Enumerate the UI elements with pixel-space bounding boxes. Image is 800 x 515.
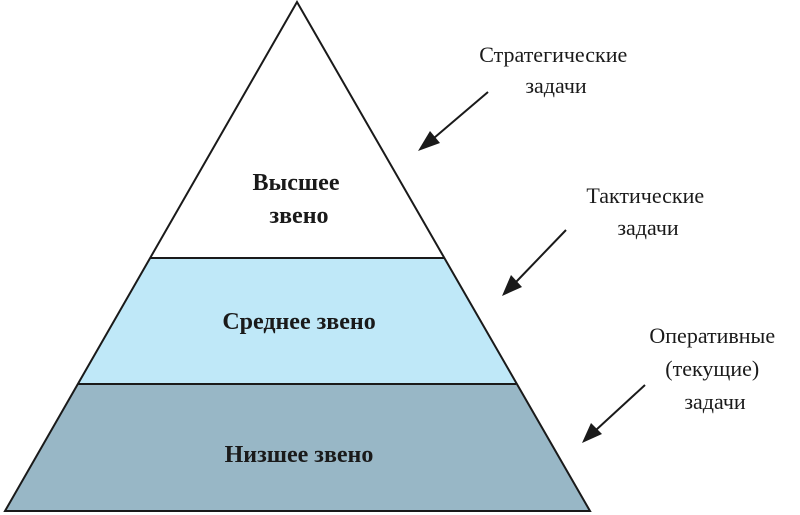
- task-label-operational: Оперативные (текущие) задачи: [649, 323, 780, 414]
- pyramid-level-top: [150, 2, 444, 258]
- arrow-strategic: [418, 91, 489, 151]
- task-label-tactical: Тактические задачи: [586, 183, 709, 240]
- task-label-operational-line-3: задачи: [684, 389, 746, 414]
- level-label-middle: Среднее звено: [222, 309, 375, 335]
- pyramid-level-bottom: [5, 384, 590, 511]
- task-label-operational-line-2: (текущие): [665, 356, 759, 381]
- task-label-strategic-line-2: задачи: [525, 73, 587, 98]
- level-label-bottom: Низшее звено: [225, 442, 374, 468]
- level-label-top-line-2: звено: [269, 203, 328, 229]
- pyramid-outline: [3, 0, 592, 512]
- pyramid-level-middle: [78, 258, 516, 384]
- arrow-tactical: [502, 229, 567, 296]
- task-label-tactical-line-2: задачи: [617, 215, 679, 240]
- task-label-strategic: Стратегические задачи: [479, 42, 633, 98]
- task-label-operational-line-1: Оперативные: [649, 323, 775, 348]
- level-label-top: Высшее звено: [253, 170, 346, 229]
- task-label-tactical-line-1: Тактические: [586, 183, 704, 208]
- level-label-top-line-1: Высшее: [253, 170, 340, 196]
- arrow-operational: [582, 384, 646, 443]
- task-label-strategic-line-1: Стратегические: [479, 42, 627, 67]
- task-annotations: Стратегические задачи Тактические задачи…: [418, 42, 780, 443]
- pyramid: Высшее звено Среднее звено Низшее звено: [3, 0, 592, 512]
